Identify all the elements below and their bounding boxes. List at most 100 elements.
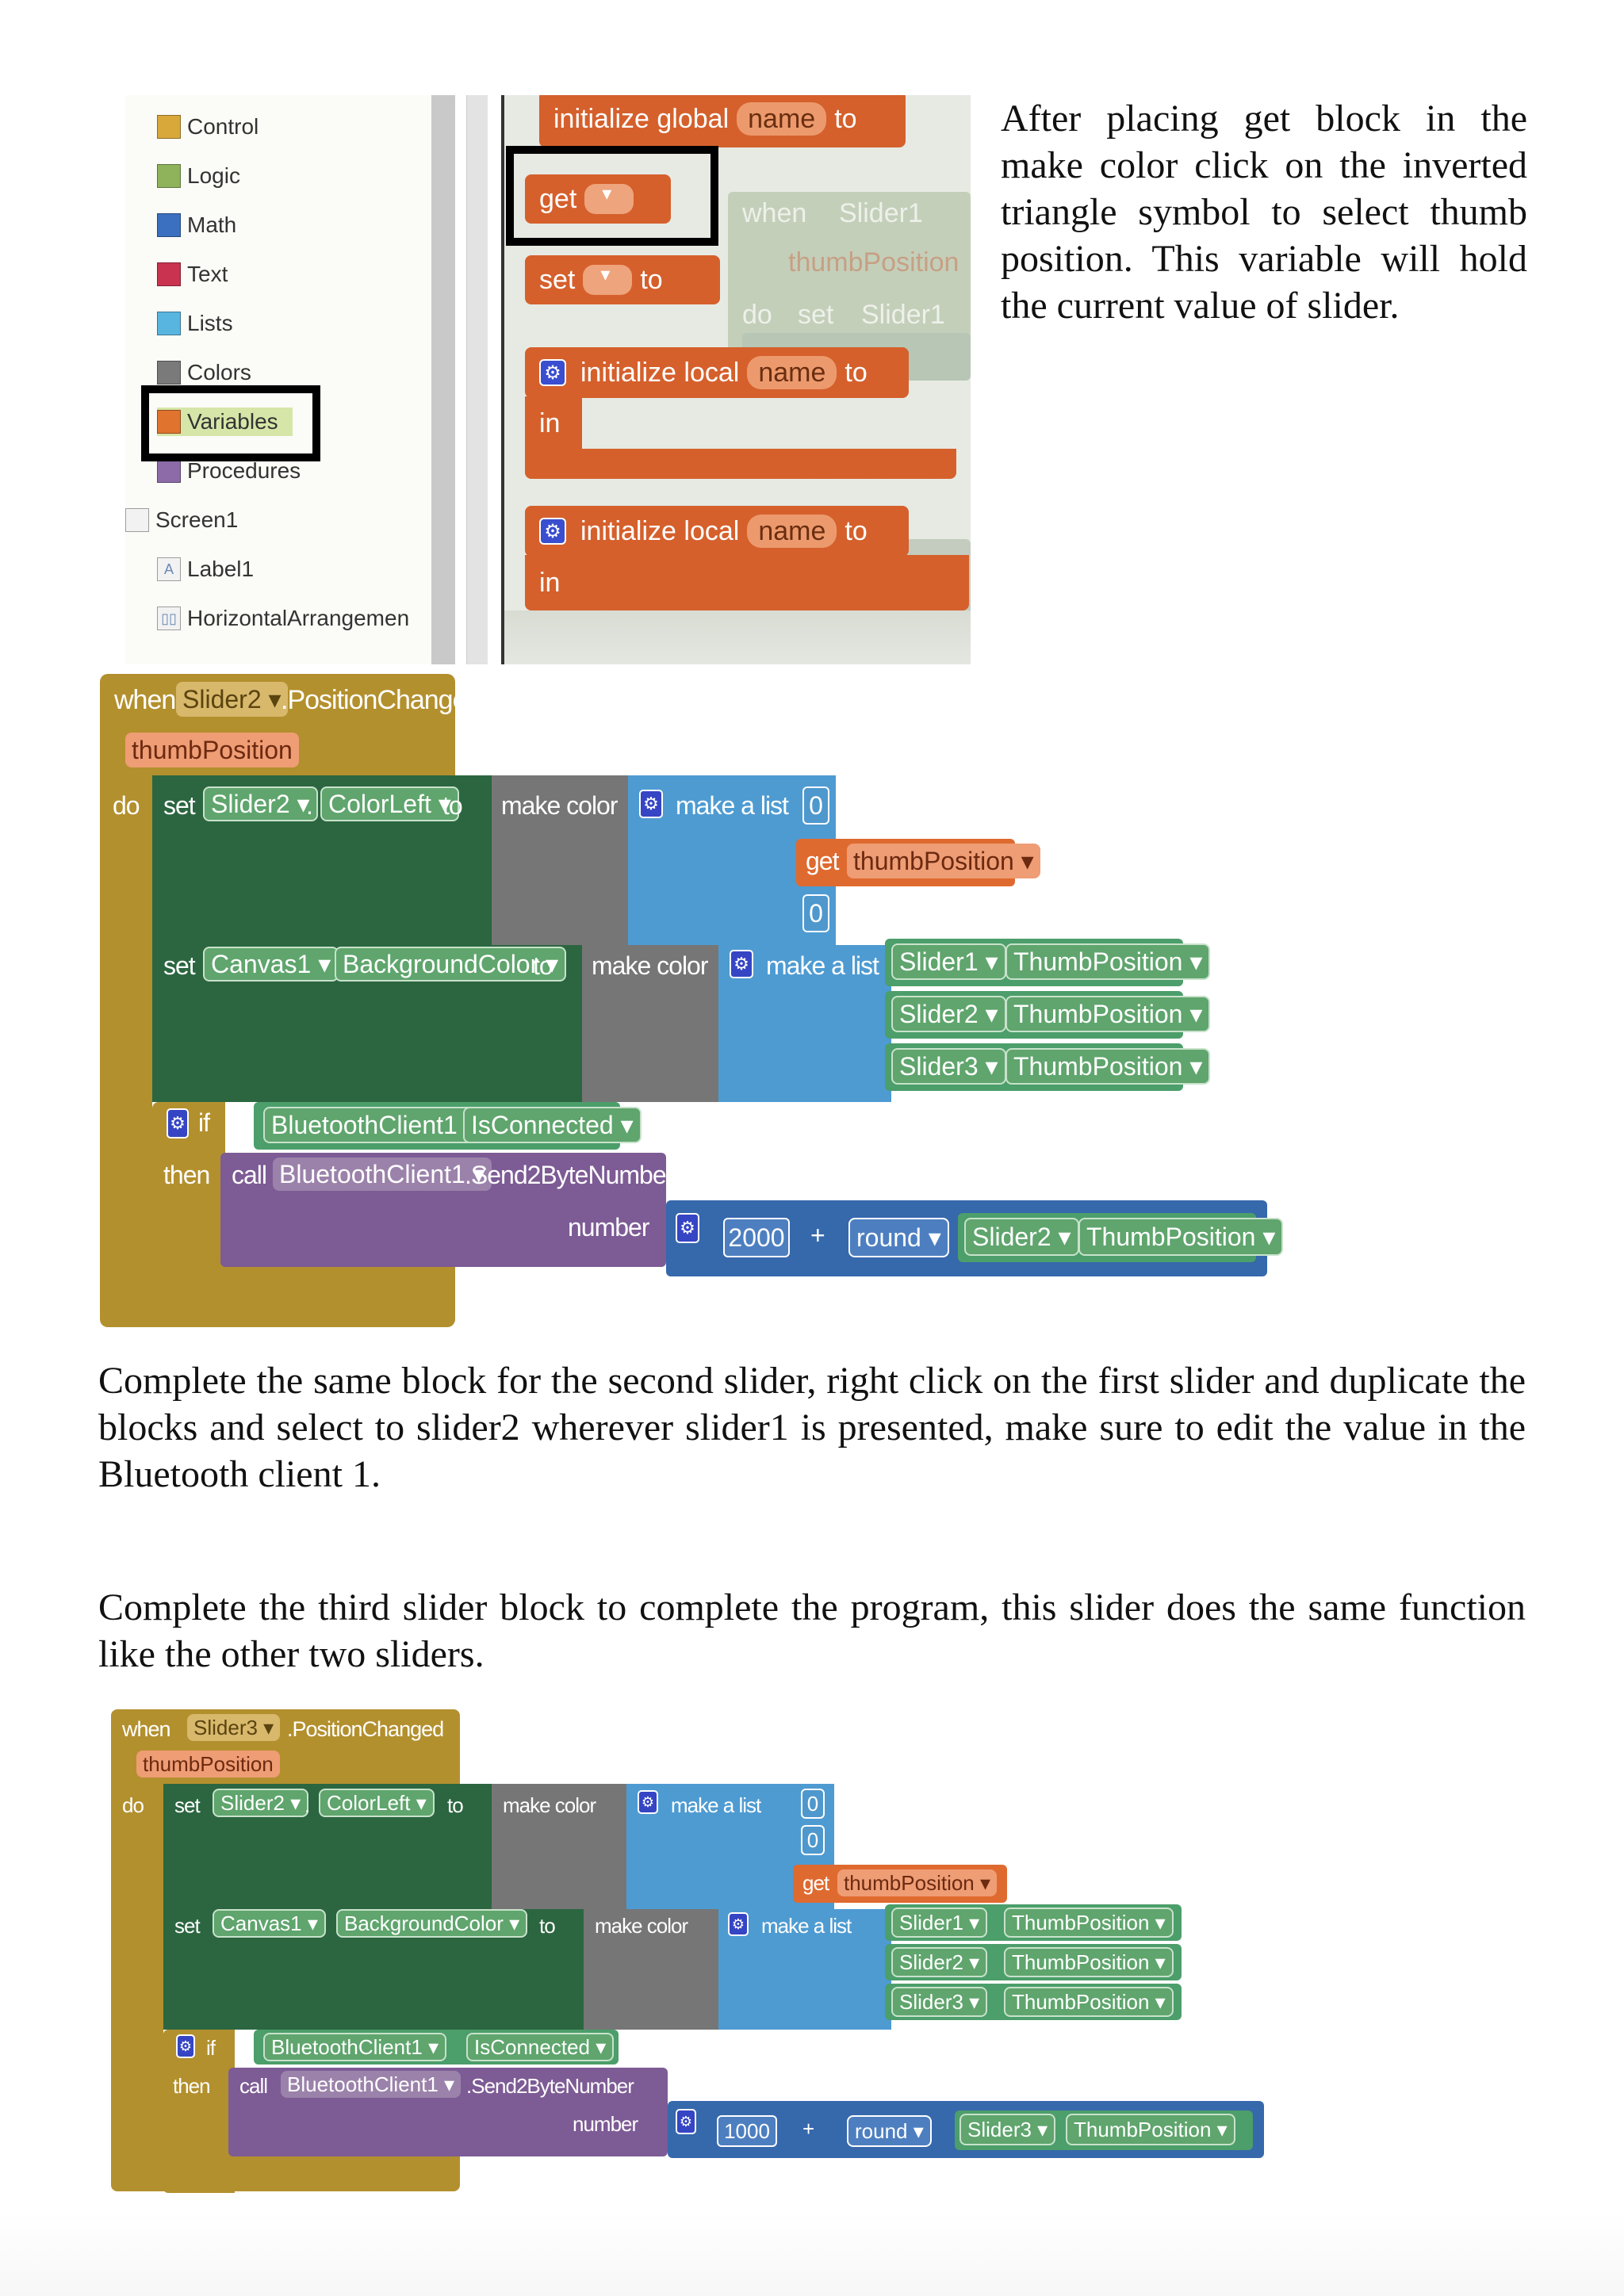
isconnected-dropdown[interactable]: IsConnected ▾ — [463, 1107, 642, 1143]
get-dropdown[interactable] — [584, 182, 634, 214]
when-label: when — [122, 1717, 171, 1741]
make-color-block-2[interactable] — [582, 945, 718, 1102]
palette-item-procedures[interactable]: Procedures — [157, 457, 301, 485]
s3-dropdown[interactable]: Slider3 ▾ — [891, 1048, 1006, 1085]
make-color-label-2: make color — [595, 1914, 688, 1938]
round-thumb-dropdown[interactable]: ThumbPosition ▾ — [1078, 1218, 1284, 1256]
palette-item-math[interactable]: Math — [157, 211, 236, 239]
call-bt-dropdown[interactable]: BluetoothClient1 ▾ — [273, 1158, 492, 1191]
tp2-dropdown[interactable]: ThumbPosition ▾ — [1004, 1947, 1174, 1977]
round-slider-dropdown[interactable]: Slider2 ▾ — [964, 1218, 1079, 1256]
list-mutator-gear-icon[interactable]: ⚙ — [638, 1790, 658, 1814]
target-component-dropdown[interactable]: Slider2 ▾ — [213, 1789, 309, 1817]
round-thumb-dropdown[interactable]: ThumbPosition ▾ — [1066, 2114, 1235, 2145]
palette-item-label: Lists — [187, 311, 233, 335]
s1-dropdown[interactable]: Slider1 ▾ — [891, 943, 1006, 980]
palette-item-control[interactable]: Control — [157, 113, 259, 141]
list-mutator-gear-icon-2[interactable]: ⚙ — [728, 1912, 749, 1936]
local-in-2: in — [525, 555, 969, 610]
canvas-dropdown[interactable]: Canvas1 ▾ — [203, 947, 339, 982]
set-dropdown[interactable] — [583, 263, 633, 295]
palette-color-swatch — [157, 410, 181, 434]
if-mutator-gear-icon[interactable]: ⚙ — [176, 2034, 195, 2058]
event-slider-dropdown[interactable]: Slider2 ▾ — [176, 682, 288, 717]
mutator-gear-icon[interactable]: ⚙ — [539, 359, 566, 386]
target-component-dropdown[interactable]: Slider2 ▾ — [203, 786, 318, 821]
get-variable-dropdown[interactable]: thumbPosition ▾ — [837, 1869, 998, 1896]
ghost-slider-b: Slider1 — [861, 300, 945, 330]
mutator-gear-icon[interactable]: ⚙ — [539, 518, 566, 545]
add-mutator-gear-icon[interactable]: ⚙ — [676, 1213, 699, 1243]
local-name-field-2[interactable]: name — [747, 515, 837, 548]
make-color-block-2[interactable] — [584, 1909, 718, 2030]
tp1-dropdown[interactable]: ThumbPosition ▾ — [1004, 1908, 1174, 1938]
component-horizontalarrangemen[interactable]: ▯▯HorizontalArrangemen — [157, 604, 409, 633]
call-bt-dropdown[interactable]: BluetoothClient1 ▾ — [281, 2071, 462, 2098]
send-method: .Send2ByteNumber — [466, 2074, 634, 2098]
thumbposition-param[interactable]: thumbPosition — [125, 733, 299, 767]
round-dropdown[interactable]: round ▾ — [848, 1218, 949, 1257]
then-label: then — [163, 1161, 210, 1189]
ghost-event-block — [728, 192, 971, 350]
ghost-set: set — [798, 300, 834, 330]
if-block[interactable] — [163, 2030, 235, 2193]
add-mutator-gear-icon[interactable]: ⚙ — [676, 2109, 696, 2134]
make-color-block[interactable] — [492, 775, 628, 945]
initialize-local-block-1[interactable]: ⚙ initialize local name to — [525, 347, 909, 398]
tp3-dropdown[interactable]: ThumbPosition ▾ — [1004, 1987, 1174, 2017]
palette-item-text[interactable]: Text — [157, 260, 228, 289]
s2-dropdown[interactable]: Slider2 ▾ — [891, 1947, 988, 1977]
s2-dropdown[interactable]: Slider2 ▾ — [891, 996, 1006, 1032]
offset-number[interactable]: 2000 — [723, 1218, 790, 1257]
list-value-2[interactable]: 0 — [802, 894, 829, 932]
round-dropdown[interactable]: round ▾ — [847, 2115, 932, 2147]
thumbposition-param[interactable]: thumbPosition — [136, 1751, 280, 1777]
canvas-dropdown[interactable]: Canvas1 ▾ — [213, 1909, 326, 1938]
backgroundcolor-dropdown[interactable]: BackgroundColor ▾ — [336, 1909, 528, 1938]
if-block[interactable] — [152, 1102, 225, 1324]
component-screen1[interactable]: Screen1 — [125, 506, 238, 534]
get-label: get — [539, 183, 577, 214]
isconnected-dropdown[interactable]: IsConnected ▾ — [466, 2033, 615, 2061]
initialize-local-block-2[interactable]: ⚙ initialize local name to — [525, 506, 909, 557]
list-value-0[interactable]: 0 — [801, 1789, 825, 1819]
offset-number[interactable]: 1000 — [717, 2115, 777, 2147]
tp3-dropdown[interactable]: ThumbPosition ▾ — [1005, 1048, 1211, 1085]
if-mutator-gear-icon[interactable]: ⚙ — [167, 1108, 189, 1138]
round-slider-dropdown[interactable]: Slider3 ▾ — [959, 2114, 1056, 2145]
palette-scrollbar[interactable] — [431, 95, 455, 664]
palette-color-swatch — [157, 459, 181, 483]
call-label: call — [239, 2074, 268, 2098]
list-mutator-gear-icon-2[interactable]: ⚙ — [730, 950, 753, 978]
colorleft-dropdown[interactable]: ColorLeft ▾ — [320, 786, 459, 821]
get-block[interactable]: get — [525, 174, 671, 224]
s1-dropdown[interactable]: Slider1 ▾ — [891, 1908, 988, 1938]
initialize-global-block[interactable]: initialize global name to — [539, 95, 906, 147]
number-label: number — [568, 1213, 649, 1242]
global-name-field[interactable]: name — [737, 102, 827, 136]
colorleft-dropdown[interactable]: ColorLeft ▾ — [319, 1789, 435, 1817]
ghost-thumb: thumbPosition — [788, 247, 959, 277]
s3-dropdown[interactable]: Slider3 ▾ — [891, 1987, 988, 2017]
palette-item-variables[interactable]: Variables — [157, 408, 293, 436]
tp2-dropdown[interactable]: ThumbPosition ▾ — [1005, 996, 1211, 1032]
bt-dropdown[interactable]: BluetoothClient1 ▾ — [263, 1107, 485, 1143]
set-block[interactable]: set to — [525, 255, 720, 304]
local-name-field[interactable]: name — [747, 356, 837, 389]
palette-item-logic[interactable]: Logic — [157, 162, 240, 190]
list-value-0[interactable]: 0 — [802, 786, 829, 825]
tp1-dropdown[interactable]: ThumbPosition ▾ — [1005, 943, 1211, 980]
list-value-1[interactable]: 0 — [801, 1825, 825, 1855]
palette-item-lists[interactable]: Lists — [157, 309, 233, 338]
palette-item-colors[interactable]: Colors — [157, 358, 251, 387]
event-slider-dropdown[interactable]: Slider3 ▾ — [187, 1714, 281, 1741]
flyout-scrollbar[interactable] — [466, 95, 488, 664]
set-label: set — [163, 791, 196, 820]
bt-dropdown[interactable]: BluetoothClient1 ▾ — [263, 2033, 447, 2061]
backgroundcolor-dropdown[interactable]: BackgroundColor ▾ — [335, 947, 567, 982]
list-mutator-gear-icon[interactable]: ⚙ — [639, 790, 663, 818]
get-variable-dropdown[interactable]: thumbPosition ▾ — [847, 844, 1040, 878]
init-global-to: to — [834, 103, 857, 134]
make-color-block[interactable] — [492, 1784, 626, 1909]
